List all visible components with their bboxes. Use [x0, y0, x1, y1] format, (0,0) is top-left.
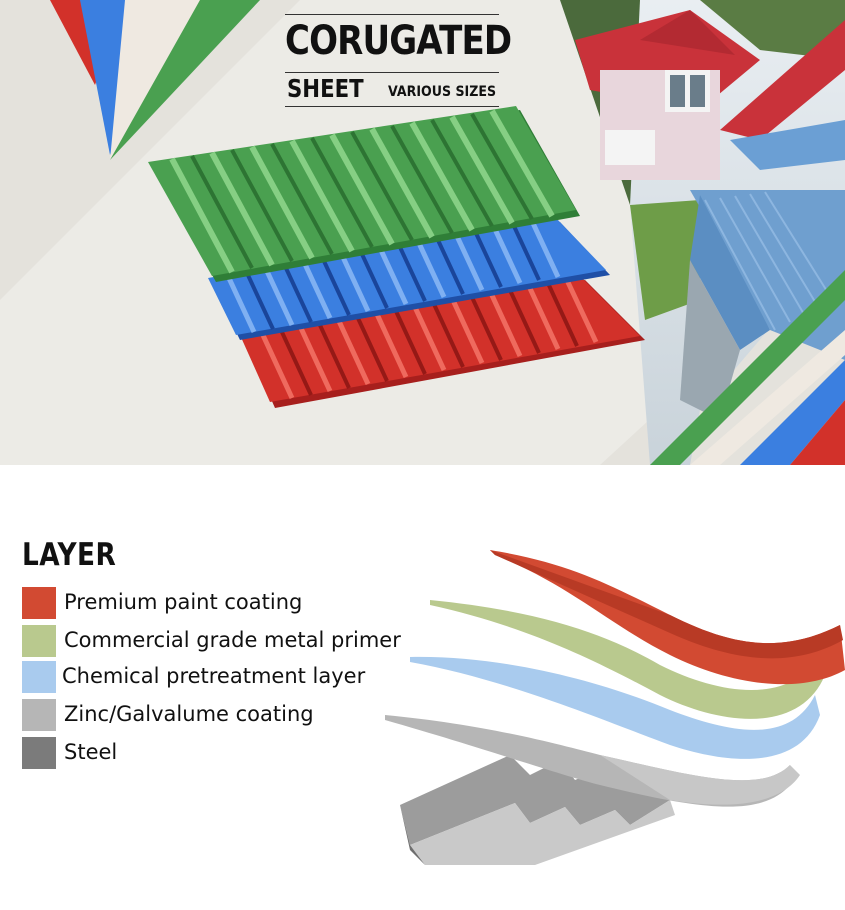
- accent-stripe-blue: [740, 360, 845, 465]
- layer-section: LAYER Premium paint coating Commercial g…: [0, 465, 845, 910]
- houses-photo: [560, 0, 845, 465]
- pretreatment-swatch: [22, 661, 56, 693]
- accent-triangle-green: [110, 0, 260, 160]
- title-rule-top: [285, 14, 499, 15]
- accent-stripe-cream: [690, 330, 845, 465]
- accent-stripe-red: [790, 400, 845, 465]
- legend-label: Chemical pretreatment layer: [62, 664, 366, 688]
- product-banner: CORUGATED SHEET VARIOUS SIZES: [0, 0, 845, 465]
- blue-corrugated-sheet: [208, 218, 610, 340]
- zinc-swatch: [22, 699, 56, 731]
- banner-tagline: VARIOUS SIZES: [388, 84, 497, 100]
- primer-layer: [430, 600, 825, 719]
- title-rule-middle: [285, 72, 499, 73]
- layer-heading: LAYER: [22, 537, 117, 573]
- red-corrugated-sheet: [240, 276, 645, 408]
- background-shape: [0, 0, 300, 300]
- legend-label: Steel: [64, 740, 118, 764]
- legend-label: Premium paint coating: [64, 590, 303, 614]
- legend-label: Commercial grade metal primer: [64, 628, 401, 652]
- banner-title: CORUGATED: [285, 18, 512, 64]
- paint-swatch: [22, 587, 56, 619]
- layer-diagram: [385, 550, 845, 865]
- title-rule-bottom: [285, 106, 499, 107]
- steel-swatch: [22, 737, 56, 769]
- banner-subtitle: SHEET: [287, 74, 364, 103]
- pretreatment-layer: [410, 656, 820, 759]
- zinc-layer: [385, 715, 800, 807]
- green-corrugated-sheet: [148, 106, 580, 282]
- primer-swatch: [22, 625, 56, 657]
- accent-stripe-green: [650, 270, 845, 465]
- paint-layer: [490, 550, 845, 685]
- legend-label: Zinc/Galvalume coating: [64, 702, 314, 726]
- banner-graphic: [0, 0, 845, 465]
